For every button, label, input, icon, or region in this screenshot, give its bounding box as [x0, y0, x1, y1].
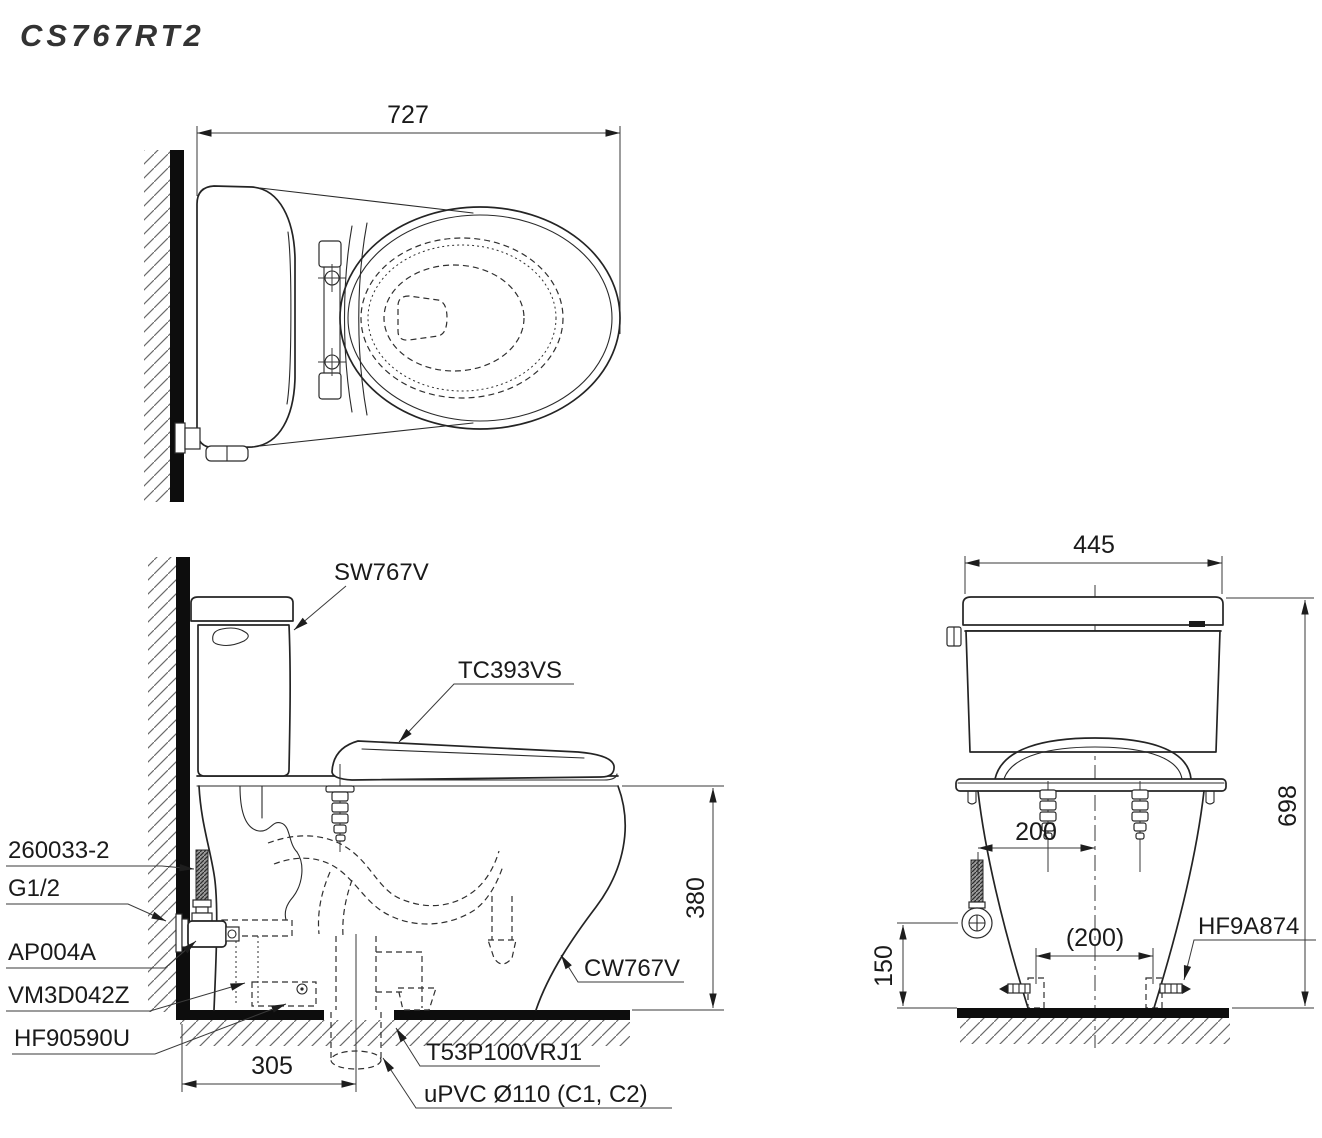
label-tank-text: SW767V	[334, 559, 429, 586]
dim-698: 698	[1226, 597, 1314, 1009]
label-seat-lid-text: TC393VS	[458, 657, 562, 684]
wall-flange	[175, 913, 183, 953]
seat-lid-side	[331, 740, 618, 781]
label-outlet-joint-text: T53P100VRJ1	[426, 1039, 582, 1066]
dim-text-150: 150	[870, 945, 898, 987]
dim-text-698: 698	[1274, 785, 1302, 827]
label-tank: SW767V	[293, 559, 429, 631]
label-flange-text: VM3D042Z	[8, 982, 129, 1009]
pedestal-back	[198, 785, 218, 1011]
brand-logo	[1189, 621, 1205, 627]
label-bowl-text: CW767V	[584, 955, 680, 982]
side-view: 380 305 SW767V TC393VS 260033-2 G1/2 AP0…	[6, 557, 724, 1109]
label-supply-hose-text: 260033-2	[8, 837, 109, 864]
label-thread-size: G1/2	[6, 875, 167, 922]
tank-side	[190, 596, 294, 777]
label-bowl: CW767V	[560, 954, 684, 983]
tank-lid	[190, 596, 294, 622]
floor-bolt-left	[999, 977, 1045, 1009]
bowl-side-line	[259, 422, 474, 447]
label-flange: VM3D042Z	[6, 982, 246, 1012]
label-fixing-bolt-text: HF9A874	[1198, 913, 1299, 940]
seat-bolt-front-right	[1131, 781, 1149, 872]
label-seal: HF90590U	[12, 1003, 287, 1055]
trap-outline-hidden	[397, 295, 448, 341]
dim-445: 445	[964, 531, 1223, 594]
label-fixing-bolt: HF9A874	[1183, 913, 1316, 981]
dim-text-200: 200	[1015, 818, 1057, 846]
internal-passage	[239, 785, 298, 853]
floor-hatch	[960, 1018, 1230, 1044]
dim-150: 150	[870, 922, 958, 1009]
wall-section	[170, 150, 184, 502]
tank-grip	[212, 627, 249, 647]
tank-lid	[962, 596, 1224, 626]
seat-front	[994, 737, 1192, 780]
drain-pipe-hidden	[330, 934, 437, 1092]
dim-200-bolts: (200)	[1035, 924, 1154, 984]
seat-bolt-front-left	[1039, 781, 1057, 872]
rim-band	[955, 778, 1227, 792]
tank-body	[197, 624, 291, 777]
tank-body	[965, 630, 1221, 753]
label-stop-valve-text: AP004A	[8, 939, 96, 966]
waterline-hidden	[383, 264, 525, 372]
label-drain-pipe-text: uPVC Ø110 (C1, C2)	[424, 1081, 648, 1108]
wall-hatch	[148, 557, 176, 1012]
floor-bolt-right	[1145, 977, 1191, 1009]
seat-lid-plan	[339, 206, 621, 430]
bowl-front	[535, 785, 627, 1011]
floor-section	[394, 1010, 630, 1020]
wall-hatch	[144, 150, 171, 502]
label-seal-text: HF90590U	[14, 1025, 130, 1052]
bowl-front	[955, 778, 1227, 1009]
dim-text-380: 380	[682, 877, 710, 919]
floor-section	[957, 1008, 1229, 1018]
dim-727: 727	[196, 101, 621, 334]
dim-text-445: 445	[1073, 531, 1115, 559]
seat-hinge-plan	[318, 240, 346, 400]
tank-plan	[174, 185, 296, 462]
label-drain-pipe: uPVC Ø110 (C1, C2)	[382, 1057, 672, 1109]
dim-380: 380	[622, 785, 724, 1011]
label-thread-size-text: G1/2	[8, 875, 60, 902]
stop-valve-assembly	[175, 849, 240, 953]
dim-305: 305	[181, 1024, 356, 1092]
label-seat-lid: TC393VS	[398, 657, 574, 743]
label-supply-hose: 260033-2	[6, 837, 195, 872]
front-view: 445	[870, 531, 1316, 1048]
label-stop-valve: AP004A	[6, 939, 197, 969]
supply-hose	[970, 859, 984, 903]
dim-text-727: 727	[387, 101, 429, 129]
seat-bolt-side	[325, 764, 355, 852]
floor-section	[176, 1010, 324, 1020]
label-outlet-joint: T53P100VRJ1	[395, 1027, 600, 1067]
dim-text-200-paren: (200)	[1066, 924, 1124, 952]
tank-front	[946, 596, 1224, 753]
wall-section	[176, 557, 190, 1012]
dim-text-305: 305	[251, 1052, 293, 1080]
dim-200: 200	[977, 818, 1095, 874]
outlet-joint-hidden	[397, 987, 437, 1011]
top-view: 727	[144, 101, 621, 502]
supply-front	[961, 859, 993, 939]
page-title: CS767RT2	[20, 18, 205, 53]
trapway-hidden	[221, 835, 517, 1007]
seat-opening-hidden	[360, 237, 564, 399]
internal-passage	[284, 851, 303, 921]
seal-hidden	[251, 981, 317, 1007]
supply-hose	[195, 849, 209, 901]
bowl-side-line	[259, 187, 474, 214]
supply-stub	[174, 422, 186, 454]
